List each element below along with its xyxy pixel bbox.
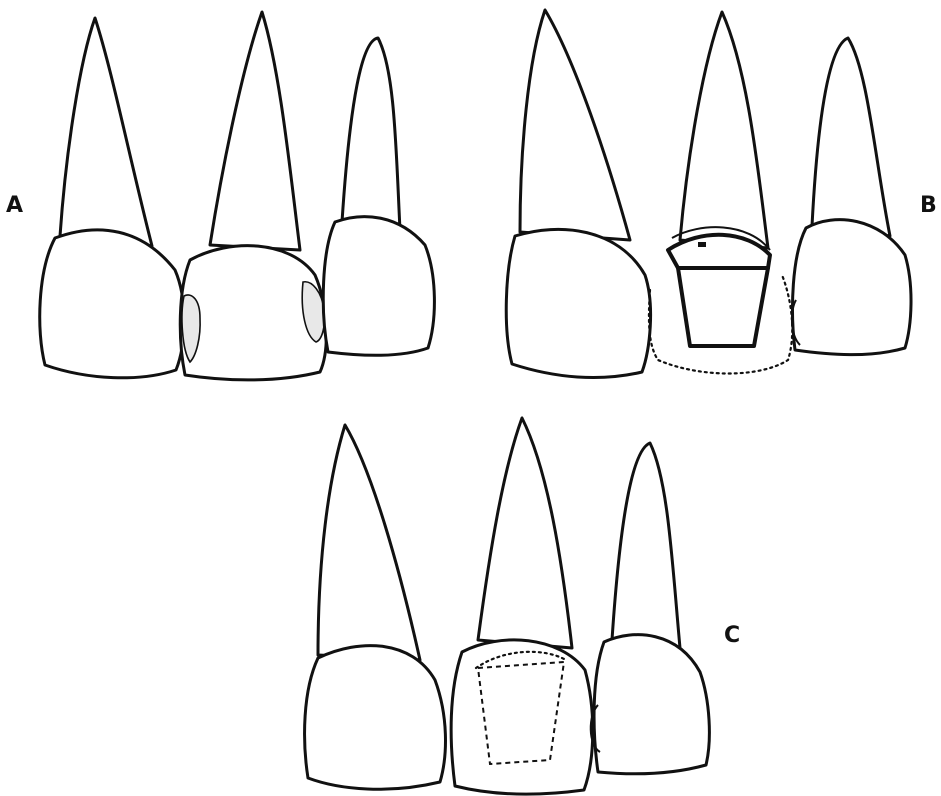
- panel-b-center-tooth: [649, 12, 792, 374]
- class-iv-preparation: [678, 268, 768, 346]
- panel-c-center-tooth: [451, 418, 593, 794]
- panel-a: A: [6, 12, 434, 380]
- panel-a-left-tooth: [40, 18, 184, 378]
- panel-b: B: [506, 10, 937, 378]
- panel-c: C: [305, 418, 741, 794]
- panel-a-center-tooth: [180, 12, 326, 380]
- panel-c-left-tooth: [305, 425, 446, 789]
- retention-groove: [698, 242, 706, 247]
- panel-a-right-tooth: [323, 38, 434, 355]
- panel-b-label: B: [920, 193, 937, 218]
- panel-c-label: C: [724, 623, 740, 648]
- panel-a-label: A: [6, 193, 23, 218]
- panel-b-left-tooth: [506, 10, 650, 378]
- panel-c-right-tooth: [591, 443, 710, 774]
- panel-b-right-tooth: [792, 38, 911, 355]
